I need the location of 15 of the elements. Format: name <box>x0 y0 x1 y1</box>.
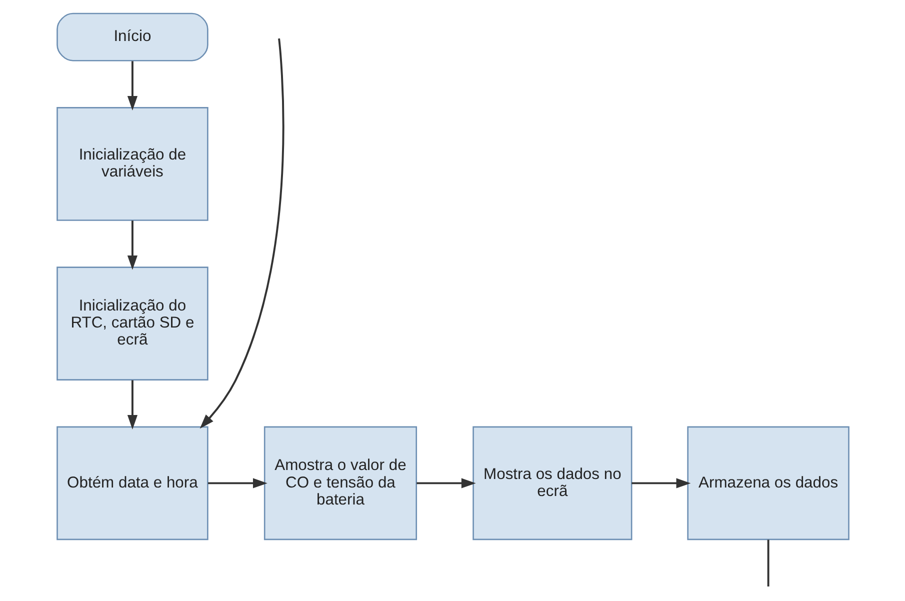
arrow <box>631 478 690 488</box>
node-box: Armazena os dados <box>686 426 849 540</box>
arrow <box>199 38 284 429</box>
node-box: Amostra o valor de CO e tensão da bateria <box>263 426 417 540</box>
connector <box>766 540 769 586</box>
node-box: Inicialização do RTC, cartão SD e ecrã <box>56 266 208 380</box>
node-box: Mostra os dados no ecrã <box>472 426 632 540</box>
arrow <box>126 61 137 110</box>
arrow <box>126 380 137 430</box>
arrow <box>126 220 137 270</box>
arrow <box>208 478 267 488</box>
arrow <box>416 478 476 488</box>
node-box: Inicialização de variáveis <box>56 107 208 221</box>
node-box: Obtém data e hora <box>56 426 208 540</box>
node-box: Início <box>56 12 208 62</box>
